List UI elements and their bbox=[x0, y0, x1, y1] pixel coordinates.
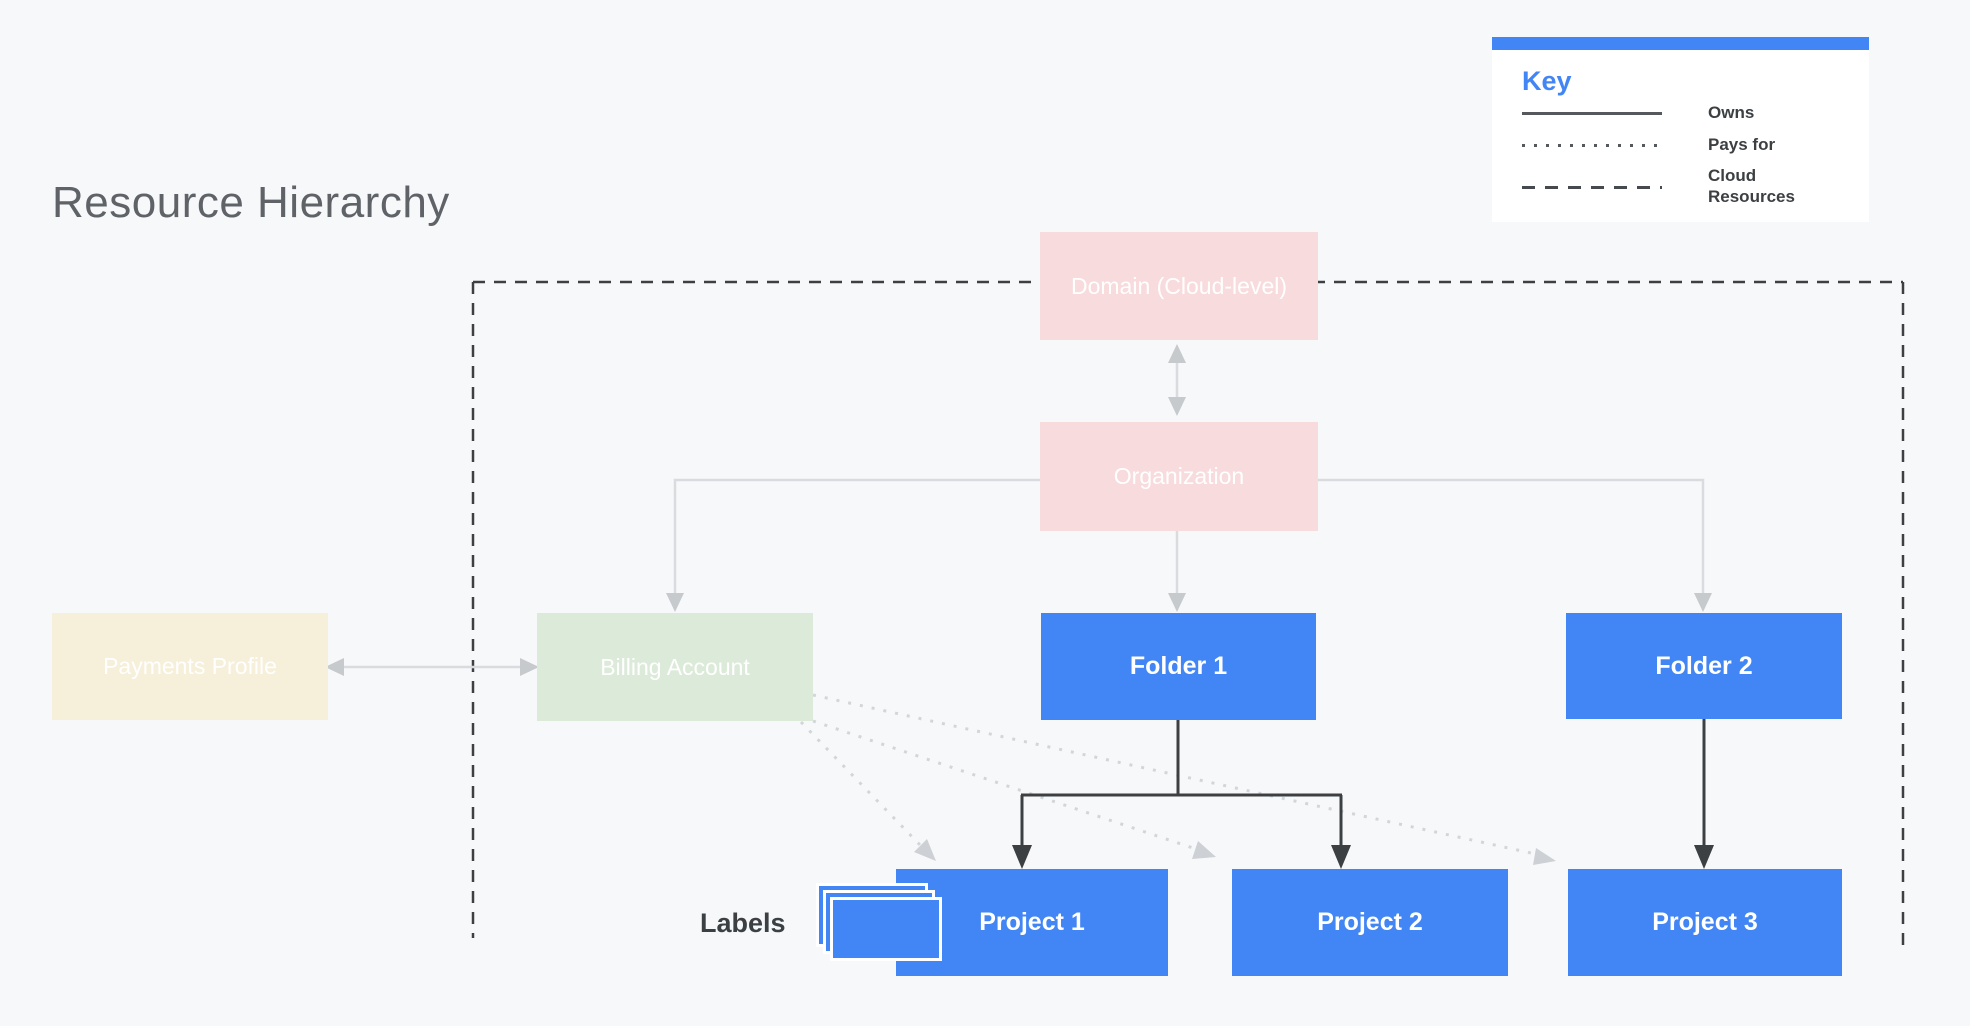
node-organization-label: Organization bbox=[1113, 463, 1245, 489]
legend-label-owns: Owns bbox=[1708, 103, 1755, 122]
node-project-2: Project 2 bbox=[1232, 869, 1508, 976]
legend-body: Key Owns Pays for Cloud Resources bbox=[1492, 50, 1869, 229]
node-folder-1-label: Folder 1 bbox=[1129, 652, 1228, 680]
node-organization: Organization bbox=[1040, 422, 1318, 531]
owns-connectors bbox=[340, 360, 1705, 669]
page-title: Resource Hierarchy bbox=[52, 178, 450, 227]
legend-accent-bar bbox=[1492, 37, 1869, 50]
label-card-front bbox=[830, 897, 942, 961]
node-folder-1: Folder 1 bbox=[1041, 613, 1316, 720]
node-folder-2: Folder 2 bbox=[1566, 613, 1842, 719]
node-project-3: Project 3 bbox=[1568, 869, 1842, 976]
node-project-2-label: Project 2 bbox=[1317, 908, 1423, 936]
labels-stack-icon bbox=[816, 883, 950, 969]
node-project-3-label: Project 3 bbox=[1652, 908, 1758, 936]
legend-key: Key Owns Pays for Cloud Resources bbox=[1492, 37, 1869, 222]
node-domain-label: Domain (Cloud-level) bbox=[1070, 272, 1288, 299]
legend-row-owns: Owns bbox=[1522, 103, 1853, 124]
pays-for-arrowheads bbox=[914, 839, 1556, 865]
node-billing-account-label: Billing Account bbox=[600, 653, 750, 680]
legend-row-cloud-resources: Cloud Resources bbox=[1522, 166, 1853, 207]
node-domain: Domain (Cloud-level) bbox=[1040, 232, 1318, 340]
node-project-1-label: Project 1 bbox=[979, 908, 1085, 936]
legend-row-pays-for: Pays for bbox=[1522, 135, 1853, 156]
dashed-line-sample bbox=[1522, 185, 1662, 189]
owns-arrowheads bbox=[325, 344, 1712, 676]
node-payments-profile: Payments Profile bbox=[52, 613, 328, 720]
solid-line-sample bbox=[1522, 111, 1662, 115]
legend-label-cloud-resources: Cloud Resources bbox=[1708, 166, 1795, 207]
folder-project-arrowheads bbox=[1012, 845, 1714, 869]
node-payments-profile-label: Payments Profile bbox=[103, 653, 277, 679]
legend-title: Key bbox=[1522, 66, 1572, 96]
legend-label-pays-for: Pays for bbox=[1708, 134, 1776, 154]
node-billing-account: Billing Account bbox=[537, 613, 813, 721]
node-folder-2-label: Folder 2 bbox=[1655, 651, 1753, 680]
dotted-line-sample bbox=[1522, 143, 1662, 147]
labels-caption: Labels bbox=[700, 908, 786, 938]
folder-project-connectors bbox=[1020, 719, 1706, 850]
